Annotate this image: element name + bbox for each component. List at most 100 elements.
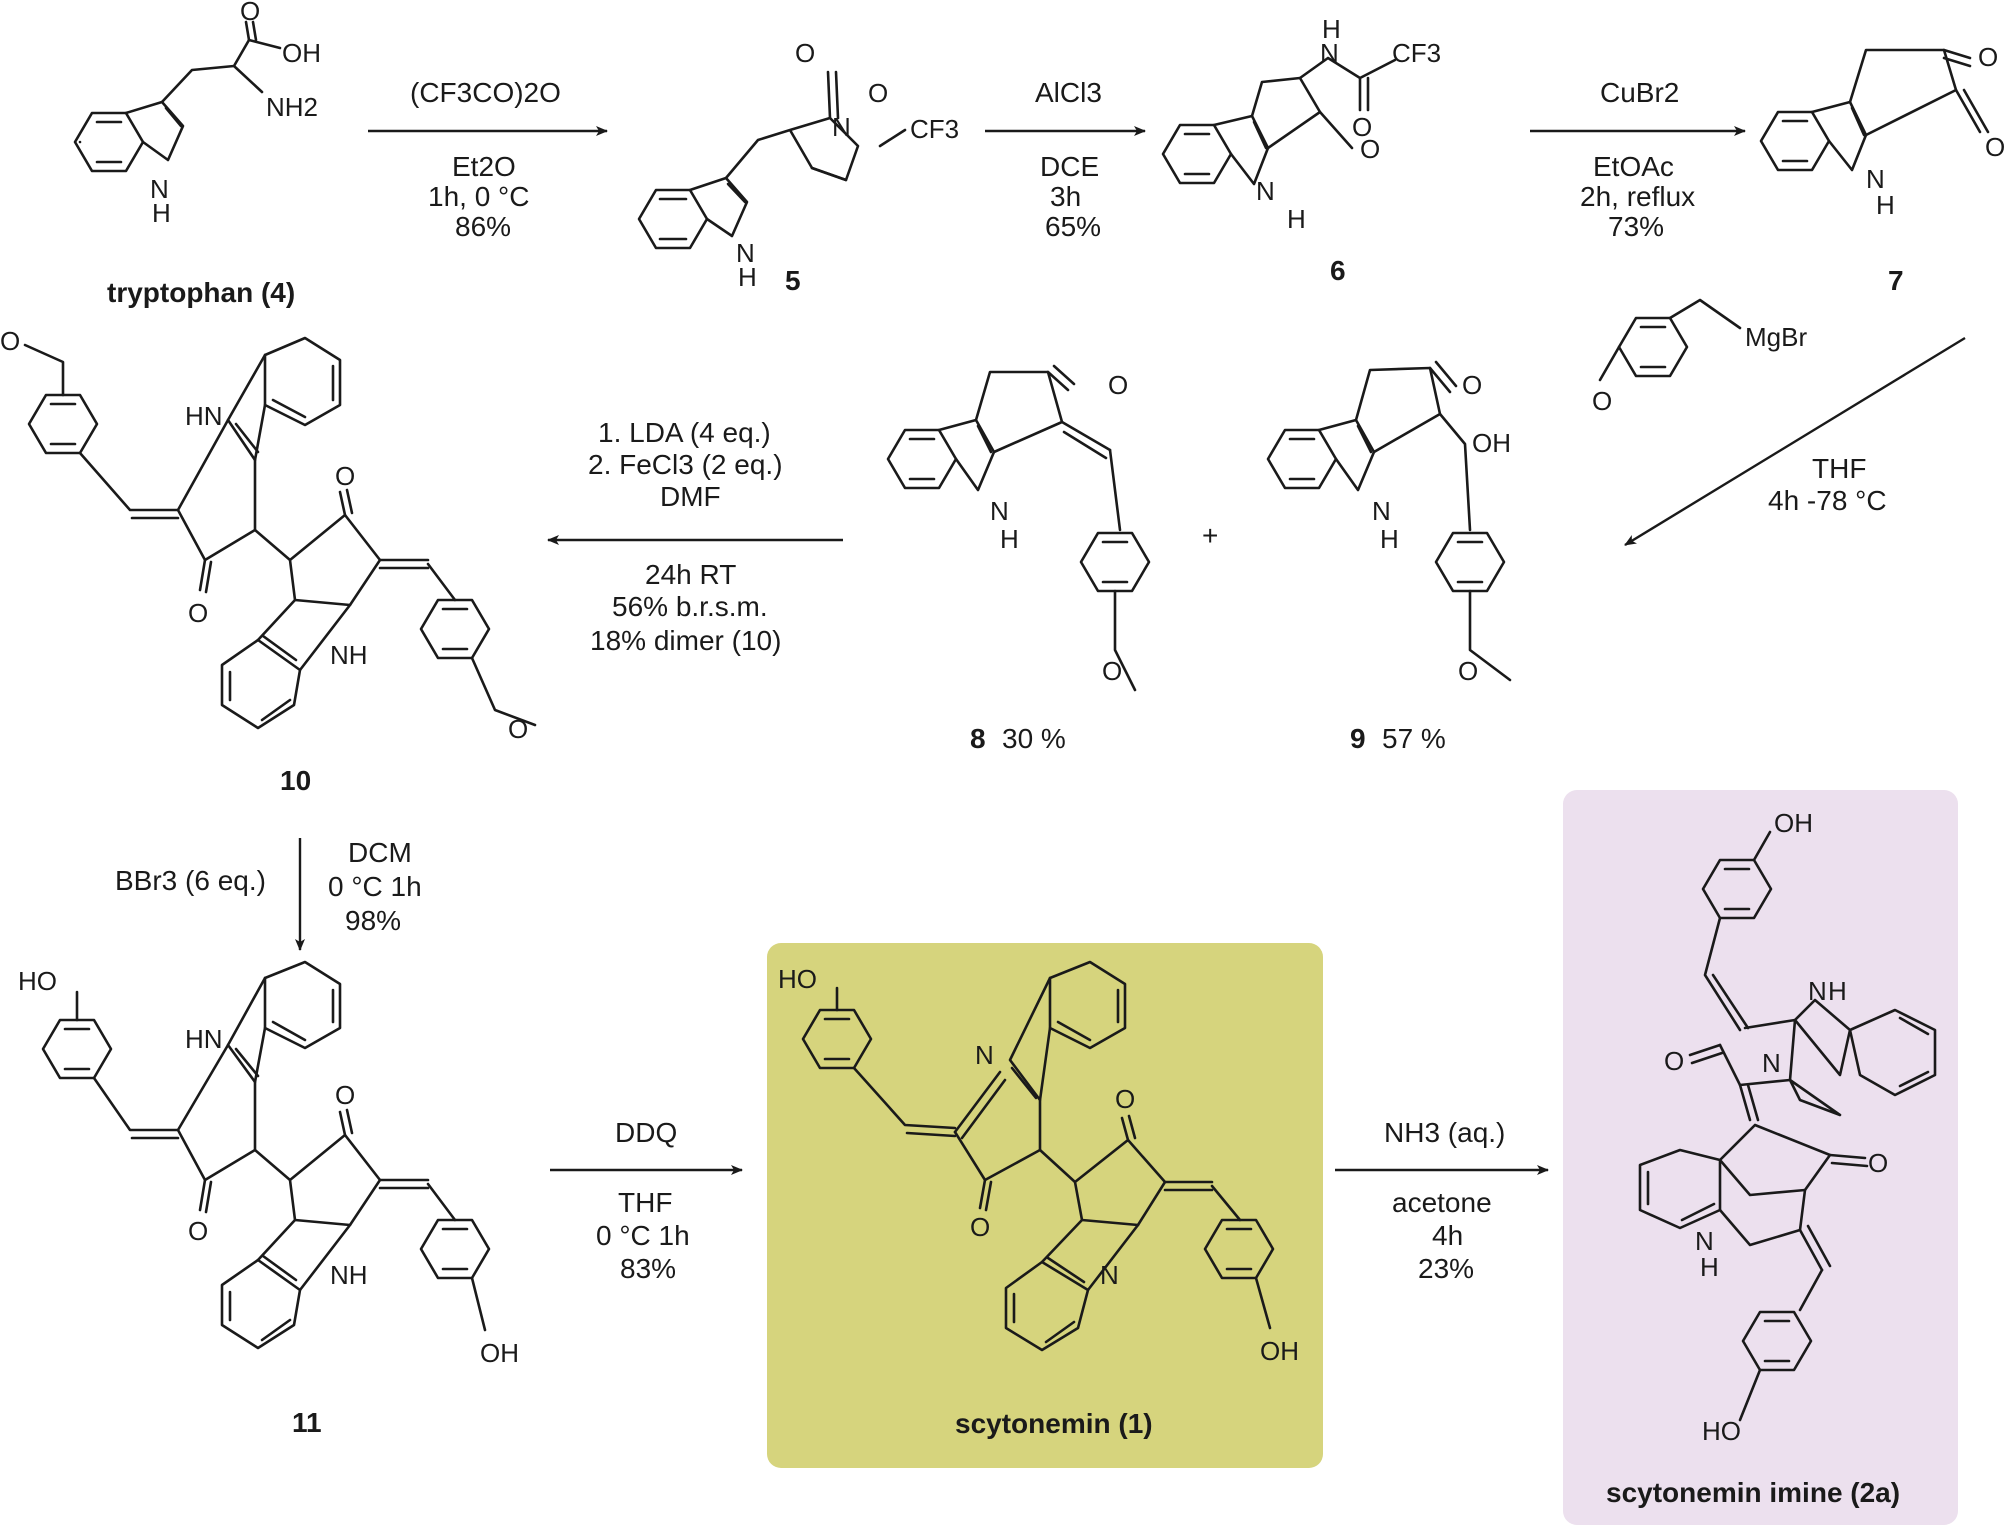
step8-time: 4h: [1432, 1220, 1463, 1251]
c8-n: N: [990, 496, 1009, 526]
compound-8: O N H O 8 30 %: [886, 364, 1151, 754]
compound-6: H N CF3 O O N H 6: [1161, 14, 1441, 286]
step4-solvent: THF: [1812, 453, 1866, 484]
step7-solvent: THF: [618, 1187, 672, 1218]
compound-tryptophan: OH O NH2 N H tryptophan (4): [73, 0, 321, 308]
step7-yield: 83%: [620, 1253, 676, 1284]
grignard-mgbr: MgBr: [1745, 322, 1807, 352]
step1-reagent: (CF3CO)2O: [410, 77, 561, 108]
plus-sign: +: [1202, 520, 1218, 551]
step5-dimer: 18% dimer (10): [590, 625, 781, 656]
c11-o-left: O: [188, 1216, 208, 1246]
scytonemin-o-left: O: [970, 1212, 990, 1242]
imine-n-bridge: N: [1762, 1048, 1781, 1078]
step6-yield: 98%: [345, 905, 401, 936]
step5-conditions: 24h RT: [645, 559, 736, 590]
c8-h: H: [1000, 524, 1019, 554]
c7-n: N: [1866, 164, 1885, 194]
imine-o-upper: O: [1664, 1046, 1684, 1076]
c10-label: 10: [280, 765, 311, 796]
step2-solvent: DCE: [1040, 151, 1099, 182]
grignard-ome: O: [1592, 386, 1612, 416]
c11-o-right: O: [335, 1080, 355, 1110]
scytonemin-n-upper: N: [975, 1040, 994, 1070]
c9-o: O: [1462, 370, 1482, 400]
compound-5: O O N CF3 N H 5: [637, 38, 959, 296]
c7-label: 7: [1888, 265, 1904, 296]
c11-hn: HN: [185, 1024, 223, 1054]
compound-7: O O N H 7: [1759, 42, 2005, 296]
c6-nh-h: H: [1322, 14, 1341, 44]
tryptophan-n: N: [150, 174, 169, 204]
c8-o: O: [1108, 370, 1128, 400]
imine-ho: HO: [1702, 1416, 1741, 1446]
c11-oh: OH: [480, 1338, 519, 1368]
c7-o2: O: [1985, 132, 2005, 162]
step1-yield: 86%: [455, 211, 511, 242]
step1-solvent: Et2O: [452, 151, 516, 182]
c9-ome: O: [1458, 656, 1478, 686]
compound-scytonemin: HO N O O N OH scytonemin (1): [778, 960, 1299, 1439]
c5-cf3: CF3: [910, 114, 959, 144]
c5-nh-n: N: [736, 238, 755, 268]
c8-yield: 30 %: [1002, 723, 1066, 754]
step1-conditions: 1h, 0 °C: [428, 181, 529, 212]
step4-arrow: [1624, 336, 1966, 547]
scytonemin-imine-highlight-box: [1563, 790, 1958, 1525]
c7-o1: O: [1978, 42, 1998, 72]
step5-reagent-2: 2. FeCl3 (2 eq.): [588, 449, 783, 480]
c11-label: 11: [292, 1407, 322, 1438]
grignard-reagent: MgBr O: [1592, 298, 1807, 416]
step3-solvent: EtOAc: [1593, 151, 1674, 182]
imine-indole-n: N: [1695, 1226, 1714, 1256]
c6-o-amide: O: [1352, 112, 1372, 142]
c6-cf3: CF3: [1392, 38, 1441, 68]
step2-reagent: AlCl3: [1035, 77, 1102, 108]
step8-yield: 23%: [1418, 1253, 1474, 1284]
c5-label: 5: [785, 265, 801, 296]
c10-hn: HN: [185, 401, 223, 431]
c10-o-left: O: [188, 598, 208, 628]
c8-label: 8: [970, 723, 986, 754]
step8-solvent: acetone: [1392, 1187, 1492, 1218]
scytonemin-n-lower: N: [1100, 1260, 1119, 1290]
step5-reagent-1: 1. LDA (4 eq.): [598, 417, 771, 448]
tryptophan-h: H: [152, 198, 171, 228]
scytonemin-o-right: O: [1115, 1084, 1135, 1114]
tryptophan-label: tryptophan (4): [107, 277, 295, 308]
c9-oh: OH: [1472, 428, 1511, 458]
step5-yield: 56% b.r.s.m.: [612, 591, 768, 622]
c9-yield: 57 %: [1382, 723, 1446, 754]
c6-o-ketone: O: [1360, 134, 1380, 164]
c10-ome-right: O: [508, 714, 528, 744]
step5-solvent: DMF: [660, 481, 721, 512]
c6-indole-n: N: [1256, 176, 1275, 206]
step3-yield: 73%: [1608, 211, 1664, 242]
tryptophan-o: O: [240, 0, 260, 26]
compound-11: HO HN O O NH OH 11: [18, 960, 519, 1438]
imine-nh-n: N: [1808, 976, 1827, 1006]
tryptophan-nh2: NH2: [266, 92, 318, 122]
step2-yield: 65%: [1045, 211, 1101, 242]
c5-o-ring: O: [868, 78, 888, 108]
c8-ome: O: [1102, 656, 1122, 686]
scytonemin-highlight-box: [767, 943, 1323, 1468]
compound-9: O OH N H O 9 57 %: [1266, 360, 1512, 754]
c6-indole-h: H: [1287, 204, 1306, 234]
imine-indole-h: H: [1700, 1252, 1719, 1282]
step6-reagent: BBr3 (6 eq.): [115, 865, 266, 896]
imine-nh-h: H: [1828, 976, 1847, 1006]
imine-label: scytonemin imine (2a): [1606, 1477, 1900, 1508]
c9-label: 9: [1350, 723, 1366, 754]
c11-ho: HO: [18, 966, 57, 996]
imine-oh: OH: [1774, 808, 1813, 838]
scytonemin-label: scytonemin (1): [955, 1408, 1153, 1439]
scytonemin-ho: HO: [778, 964, 817, 994]
c6-label: 6: [1330, 255, 1346, 286]
step4-conditions: 4h -78 °C: [1768, 485, 1887, 516]
imine-o-lower: O: [1868, 1148, 1888, 1178]
compound-10: O HN O O NH O 10: [0, 326, 537, 796]
step6-solvent: DCM: [348, 837, 412, 868]
step6-conditions: 0 °C 1h: [328, 871, 422, 902]
